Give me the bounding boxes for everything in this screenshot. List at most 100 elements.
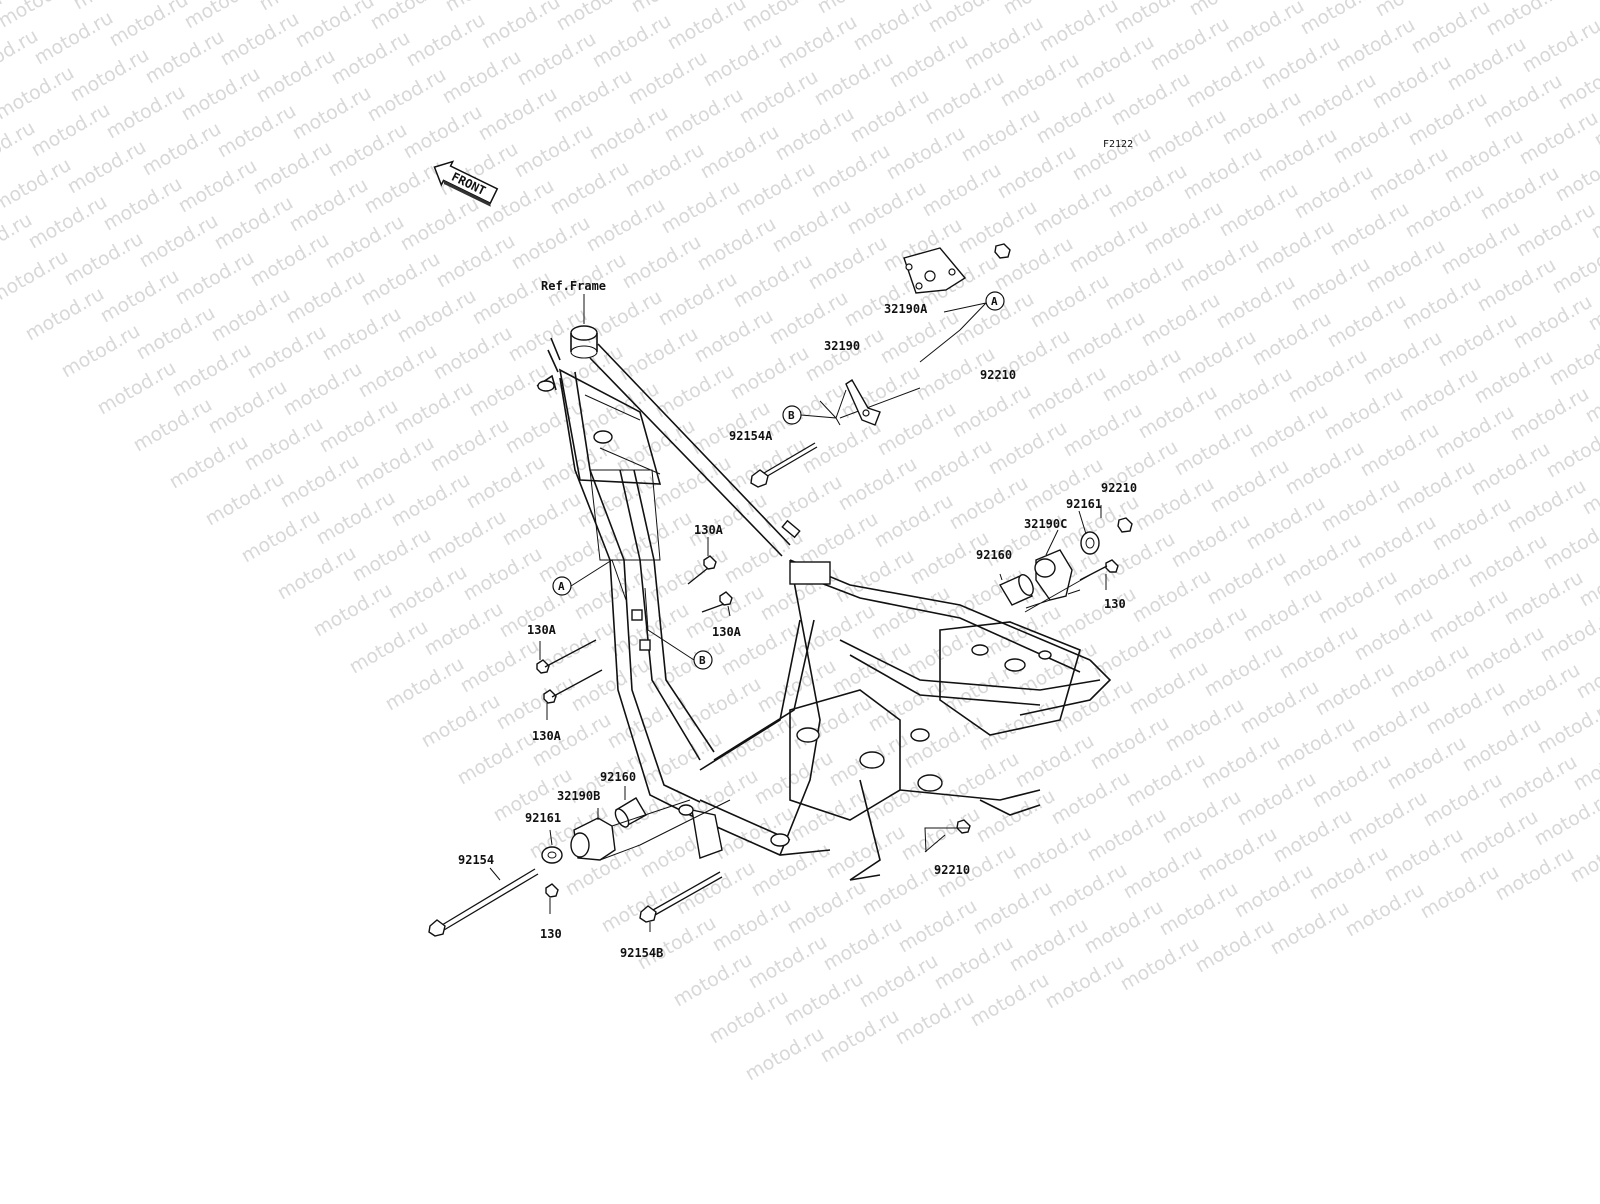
- watermark-text: motod.ru: [946, 472, 1032, 535]
- watermark-text: motod.ru: [1333, 14, 1419, 77]
- watermark-text: motod.ru: [1291, 161, 1377, 224]
- svg-text:B: B: [699, 654, 706, 667]
- watermark-text: motod.ru: [433, 230, 519, 293]
- watermark-text: motod.ru: [1510, 291, 1596, 354]
- watermark-text: motod.ru: [742, 1023, 828, 1086]
- watermark-text: motod.ru: [763, 379, 849, 442]
- watermark-text: motod.ru: [736, 66, 822, 129]
- watermark-text: motod.ru: [1369, 51, 1455, 114]
- watermark-text: motod.ru: [1498, 659, 1584, 722]
- watermark-text: motod.ru: [1309, 750, 1395, 813]
- watermark-text: motod.ru: [700, 29, 786, 92]
- watermark-text: motod.ru: [460, 543, 546, 606]
- watermark-text: motod.ru: [67, 44, 153, 107]
- watermark-text: motod.ru: [1441, 125, 1527, 188]
- watermark-text: motod.ru: [1315, 566, 1401, 629]
- watermark-text: motod.ru: [835, 453, 921, 516]
- watermark-text: motod.ru: [61, 228, 147, 291]
- watermark-text: motod.ru: [0, 62, 78, 125]
- label-130-right: 130: [1104, 597, 1126, 611]
- watermark-text: motod.ru: [1210, 363, 1296, 426]
- watermark-text: motod.ru: [1426, 585, 1512, 648]
- watermark-text: motod.ru: [28, 99, 114, 162]
- watermark-text: motod.ru: [25, 191, 111, 254]
- watermark-text: motod.ru: [706, 986, 792, 1049]
- watermark-text: motod.ru: [1024, 362, 1110, 425]
- watermark-text: motod.ru: [1288, 253, 1374, 316]
- watermark-text: motod.ru: [1384, 732, 1470, 795]
- watermark-text: motod.ru: [1387, 640, 1473, 703]
- watermark-text: motod.ru: [178, 63, 264, 126]
- watermark-text: motod.ru: [1177, 234, 1263, 297]
- watermark-text: motod.ru: [355, 340, 441, 403]
- label-92161-right: 92161: [1066, 497, 1102, 511]
- watermark-text: motod.ru: [619, 231, 705, 294]
- watermark-text: motod.ru: [1342, 879, 1428, 942]
- watermark-text: motod.ru: [1354, 511, 1440, 574]
- watermark-text: motod.ru: [394, 285, 480, 348]
- watermark-text: motod.ru: [1087, 712, 1173, 775]
- label-32190B: 32190B: [557, 789, 600, 803]
- watermark-text: motod.ru: [733, 158, 819, 221]
- watermark-text: motod.ru: [1321, 382, 1407, 445]
- watermark-text: motod.ru: [715, 710, 801, 773]
- watermark-text: motod.ru: [466, 359, 552, 422]
- watermark-text: motod.ru: [1480, 70, 1566, 133]
- watermark-text: motod.ru: [1135, 381, 1221, 444]
- watermark-text: motod.ru: [790, 692, 876, 755]
- svg-text:B: B: [788, 409, 795, 422]
- watermark-text: motod.ru: [832, 545, 918, 608]
- watermark-text: motod.ru: [1306, 842, 1392, 905]
- watermark-text: motod.ru: [1159, 786, 1245, 849]
- watermark-text: motod.ru: [0, 154, 75, 217]
- watermark-text: motod.ru: [550, 65, 636, 128]
- svg-text:A: A: [558, 580, 565, 593]
- watermark-text: motod.ru: [769, 195, 855, 258]
- watermark-text: motod.ru: [1258, 32, 1344, 95]
- watermark-text: motod.ru: [1030, 178, 1116, 241]
- watermark-text: motod.ru: [1195, 823, 1281, 886]
- watermark-text: motod.ru: [457, 635, 543, 698]
- watermark-text: motod.ru: [1381, 824, 1467, 887]
- label-92160-left: 92160: [600, 770, 636, 784]
- watermark-text: motod.ru: [100, 173, 186, 236]
- label-32190C: 32190C: [1024, 517, 1067, 531]
- watermark-text: motod.ru: [1438, 217, 1524, 280]
- watermark-text: motod.ru: [847, 85, 933, 148]
- watermark-text: motod.ru: [1192, 915, 1278, 978]
- watermark-text: motod.ru: [787, 784, 873, 847]
- watermark-text: motod.ru: [328, 27, 414, 90]
- callout-A-top: A: [986, 292, 1004, 310]
- watermark-text: motod.ru: [217, 8, 303, 71]
- watermark-text: motod.ru: [316, 395, 402, 458]
- watermark-text: motod.ru: [208, 284, 294, 347]
- watermark-text: motod.ru: [421, 598, 507, 661]
- watermark-text: motod.ru: [358, 248, 444, 311]
- washer-92161-right: [1081, 532, 1099, 554]
- watermark-text: motod.ru: [1036, 0, 1122, 56]
- watermark-text: motod.ru: [1084, 804, 1170, 867]
- watermark-text: motod.ru: [1099, 344, 1185, 407]
- watermark-text: motod.ru: [1009, 822, 1095, 885]
- watermark-text: motod.ru: [418, 690, 504, 753]
- watermark-text: motod.ru: [1234, 768, 1320, 831]
- watermark-text: motod.ru: [589, 10, 675, 73]
- label-92154: 92154: [458, 853, 494, 867]
- washer-92161-left: [542, 847, 562, 863]
- watermark-text: motod.ru: [391, 377, 477, 440]
- watermark-text: motod.ru: [136, 210, 222, 273]
- watermark-text: motod.ru: [244, 321, 330, 384]
- watermark-text: motod.ru: [1267, 897, 1353, 960]
- label-92210-right: 92210: [1101, 481, 1137, 495]
- watermark-text: motod.ru: [175, 155, 261, 218]
- watermark-text: motod.ru: [1465, 530, 1551, 593]
- watermark-text: motod.ru: [352, 432, 438, 495]
- watermark-text: motod.ru: [1117, 933, 1203, 996]
- watermark-text: motod.ru: [961, 12, 1047, 75]
- watermark-text: motod.ru: [685, 489, 771, 552]
- watermark-text: motod.ru: [313, 487, 399, 550]
- watermark-text: motod.ru: [1198, 731, 1284, 794]
- watermark-text: motod.ru: [463, 451, 549, 514]
- watermark-text: motod.ru: [976, 693, 1062, 756]
